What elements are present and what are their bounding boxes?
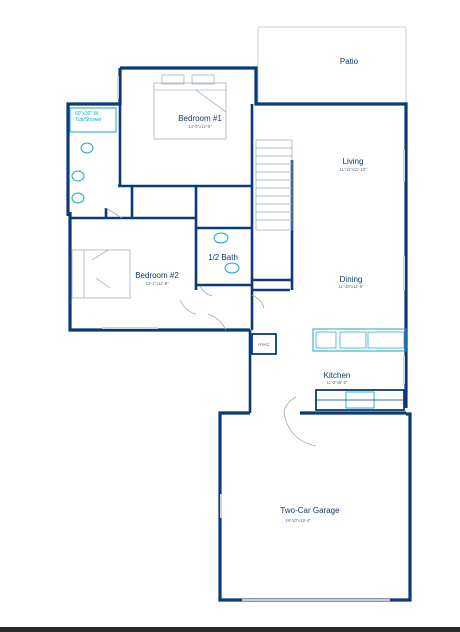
bathroom-fixtures xyxy=(69,107,240,274)
label-tub-line1: 60"x30" W. xyxy=(75,111,99,117)
toilet-1 xyxy=(71,170,85,182)
label-dining: Dining xyxy=(340,275,363,284)
label-bedroom-2: Bedroom #2 xyxy=(135,271,179,280)
label-kitchen: Kitchen xyxy=(324,371,351,380)
patio-outline xyxy=(257,26,407,105)
label-bedroom-1: Bedroom #1 xyxy=(178,114,222,123)
door-swings xyxy=(105,207,317,447)
toilet-2 xyxy=(71,192,85,204)
interior-walls xyxy=(70,104,294,413)
dims-kitchen: 11'-2"x8'-2" xyxy=(327,380,348,385)
stairs xyxy=(255,139,293,231)
window-marks xyxy=(102,76,405,518)
kitchen-counters xyxy=(312,328,407,411)
dims-bedroom-2: 13'-1"x11'-8" xyxy=(145,281,169,286)
label-garage: Two-Car Garage xyxy=(280,506,340,515)
dims-dining: 11'-10"x11'-6" xyxy=(338,284,364,289)
hvac-closet xyxy=(251,333,277,355)
sink-1 xyxy=(80,142,94,154)
label-patio: Patio xyxy=(340,57,359,66)
bed-bedroom-2 xyxy=(71,249,131,299)
label-tub-line2: Tub/Shower xyxy=(75,117,102,123)
bottom-edge-bar xyxy=(0,627,460,632)
half-bath-sink xyxy=(213,232,229,244)
label-hvac: HVAC xyxy=(258,342,269,347)
dims-garage: 19'-10"x19'-4" xyxy=(285,518,311,523)
label-half-bath: 1/2 Bath xyxy=(208,253,238,262)
dims-living: 11'-11"x11'-10" xyxy=(339,167,367,172)
tub-shower xyxy=(69,107,117,133)
dims-bedroom-1: 14'-0"x12'-0" xyxy=(188,124,212,129)
exterior-walls xyxy=(66,66,412,602)
half-bath-toilet xyxy=(224,262,240,274)
label-living: Living xyxy=(343,157,364,166)
bed-bedroom-1 xyxy=(153,74,227,140)
